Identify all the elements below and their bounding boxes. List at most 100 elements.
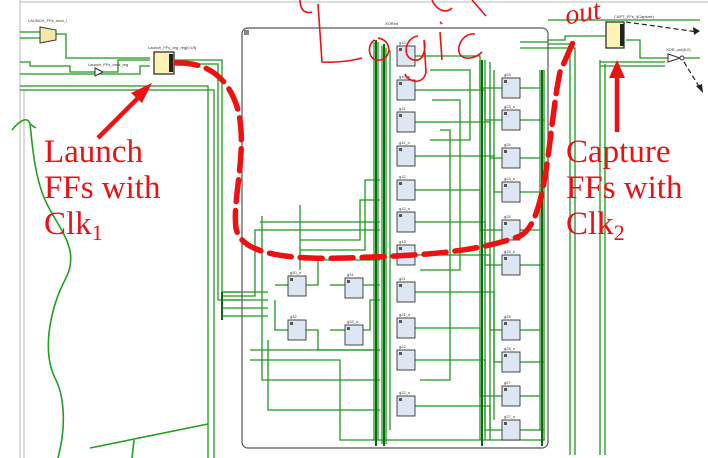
gate-g22[interactable]: g30_n xyxy=(287,270,307,297)
handwritten-logic xyxy=(299,0,487,83)
gate-g13[interactable]: g23_n xyxy=(501,104,521,131)
gate-label: g31 xyxy=(347,272,354,277)
gate-label: g26_n xyxy=(504,346,515,351)
input-buffer[interactable] xyxy=(94,67,105,77)
gate-pin-marker xyxy=(399,320,402,323)
handwritten-corner-text: out xyxy=(562,0,604,31)
gate-pin-marker xyxy=(399,48,402,51)
gate-g7[interactable]: g13 xyxy=(396,239,416,266)
gate-label: g25_n xyxy=(504,249,515,254)
gate-pin-marker xyxy=(399,284,402,287)
gate-g6[interactable]: g12_n xyxy=(396,206,416,233)
gate-pin-marker xyxy=(504,422,507,425)
gate-g11[interactable]: g22_n xyxy=(396,390,416,417)
gate-label: g32 xyxy=(290,314,297,319)
capture-clk: Clk2 xyxy=(566,206,625,245)
gate-g10[interactable]: g22 xyxy=(396,344,416,371)
gate-pin-marker xyxy=(290,278,293,281)
launch-register[interactable] xyxy=(153,51,175,75)
capture-line-2: FFs with xyxy=(566,170,683,206)
gate-g14[interactable]: g24 xyxy=(501,142,521,169)
gate-pin-marker xyxy=(504,322,507,325)
capture-label: CAPT_FFs_i(Capture) xyxy=(614,14,654,19)
gate-label: g23 xyxy=(504,72,511,77)
gate-label: g30_n xyxy=(290,270,301,275)
gate-g19[interactable]: g26_n xyxy=(501,346,521,373)
gate-pin-marker xyxy=(399,182,402,185)
capture-line-1: Capture xyxy=(566,134,671,170)
gate-g12[interactable]: g23 xyxy=(501,72,521,99)
block-corner-marker xyxy=(244,30,249,35)
dashed-arrows xyxy=(625,21,701,89)
gate-g5[interactable]: g12 xyxy=(396,174,416,201)
gates-layer[interactable]: g10 g10_n g11 g11_n g12 g12_n g13 g21 g21_n g22 g2… xyxy=(287,40,521,441)
arrowhead-icon xyxy=(696,84,703,93)
gate-pin-marker xyxy=(399,214,402,217)
gate-label: g10 xyxy=(399,40,406,45)
gate-pin-marker xyxy=(504,354,507,357)
logic-path-annotation xyxy=(173,37,577,262)
gate-g24[interactable]: g32 xyxy=(287,314,307,341)
gate-label: g25 xyxy=(504,214,511,219)
gate-label: g12 xyxy=(399,174,406,179)
gate-g23[interactable]: g31 xyxy=(344,272,364,299)
gate-label: g26 xyxy=(504,314,511,319)
gate-label: g27_n xyxy=(504,414,515,419)
gate-pin-marker xyxy=(504,222,507,225)
gate-pin-marker xyxy=(399,82,402,85)
gate-pin-marker xyxy=(399,352,402,355)
gate-g18[interactable]: g26 xyxy=(501,314,521,341)
gate-label: g11 xyxy=(399,106,406,111)
gate-label: g11_n xyxy=(399,140,410,145)
gate-label: g23_n xyxy=(504,104,515,109)
output-label: XOR_out(6:0) xyxy=(666,47,691,52)
gate-label: g24_n xyxy=(504,176,515,181)
gate-label: g10_n xyxy=(399,74,410,79)
gate-label: g13 xyxy=(399,239,406,244)
gate-pin-marker xyxy=(347,280,350,283)
gate-pin-marker xyxy=(504,80,507,83)
gate-label: g24 xyxy=(504,142,511,147)
launch-clk: Clk1 xyxy=(44,206,103,245)
arrowhead-icon xyxy=(693,27,700,35)
gate-g17[interactable]: g25_n xyxy=(501,249,521,276)
gate-g21[interactable]: g27_n xyxy=(501,414,521,441)
launch-line-1: Launch xyxy=(44,134,143,170)
gate-g9[interactable]: g21_n xyxy=(396,312,416,339)
gate-g8[interactable]: g21 xyxy=(396,276,416,303)
gate-g2[interactable]: g10_n xyxy=(396,74,416,101)
gate-pin-marker xyxy=(399,148,402,151)
gate-label: g32_n xyxy=(347,319,358,324)
output-buffer[interactable] xyxy=(667,53,685,63)
gate-pin-marker xyxy=(347,327,350,330)
gate-pin-marker xyxy=(504,150,507,153)
launch-reg-label: Launch_FFs_reg_reg[0:19] xyxy=(148,45,196,50)
gate-pin-marker xyxy=(399,247,402,250)
gate-label: g22 xyxy=(399,344,406,349)
gate-pin-marker xyxy=(504,388,507,391)
launch-arrow xyxy=(96,83,152,140)
gate-g4[interactable]: g11_n xyxy=(396,140,416,167)
capture-annotation: Capture FFs with Clk2 xyxy=(566,134,683,245)
block-title: XORed xyxy=(385,21,398,26)
launch-annotation: Launch FFs with Clk1 xyxy=(44,134,160,245)
gate-pin-marker xyxy=(290,322,293,325)
top-label: LAUNCH_FFs_mod_i xyxy=(28,18,67,23)
gate-label: g12_n xyxy=(399,206,410,211)
gate-pin-marker xyxy=(399,114,402,117)
gate-g15[interactable]: g24_n xyxy=(501,176,521,203)
gate-g25[interactable]: g32_n xyxy=(344,319,364,346)
gate-pin-marker xyxy=(504,257,507,260)
capture-register[interactable] xyxy=(605,21,625,49)
gate-g3[interactable]: g11 xyxy=(396,106,416,133)
input-mux[interactable] xyxy=(39,26,57,44)
gate-g20[interactable]: g27 xyxy=(501,380,521,407)
bus-lines xyxy=(221,40,543,446)
gate-pin-marker xyxy=(399,398,402,401)
gate-pin-marker xyxy=(504,112,507,115)
frame xyxy=(19,0,708,458)
gate-label: g22_n xyxy=(399,390,410,395)
capture-arrow xyxy=(609,60,625,132)
